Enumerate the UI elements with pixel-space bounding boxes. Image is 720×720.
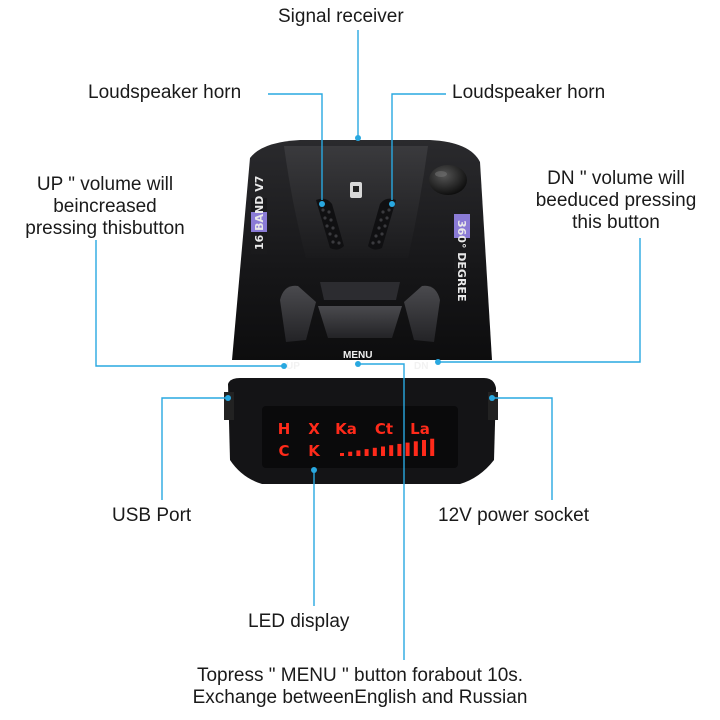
callout-speaker-left-line [268,93,323,200]
label-up-button: UP " volume will beincreased pressing th… [0,174,210,240]
up-button-label: UP [286,361,300,372]
up-button[interactable] [280,285,316,342]
left-side-label: 16 BAND V7 [251,176,267,254]
led-meter-bar [389,445,394,456]
led-band-ka: Ka [335,420,357,438]
label-menu-line-1: Topress " MENU " button forabout 10s. [196,665,524,686]
label-speaker-right: Loudspeaker horn [452,82,606,103]
led-band-ct: Ct [375,420,393,438]
callout-up-line [95,240,284,367]
callout-menu-line [358,363,405,660]
menu-button-label: MENU [343,350,372,361]
callout-usb-line [161,397,228,500]
label-dn-line-1: DN " volume will [547,168,685,189]
label-up-line-1: UP " volume will [36,174,174,195]
dn-button-label: DN [414,361,428,372]
led-meter-bar [381,446,385,456]
label-led-display: LED display [248,611,350,632]
label-signal-receiver: Signal receiver [278,6,404,27]
label-dn-line-2: beeduced pressing [535,190,697,211]
right-side-label: 360° DEGREE [454,214,470,301]
callout-speaker-right-line [391,93,446,200]
label-menu-button: Topress " MENU " button forabout 10s. Ex… [100,665,620,709]
label-dn-button: DN " volume will beeduced pressing this … [512,168,720,234]
led-band-c: C [278,442,289,460]
speaker-grille-right [368,198,396,250]
volume-knob[interactable] [429,165,467,195]
callout-power-line [492,397,553,500]
callout-dn-line [438,238,641,363]
led-signal-meter [340,438,435,456]
led-meter-bar [405,442,410,456]
led-meter-bar [372,447,377,456]
label-speaker-left: Loudspeaker horn [88,82,242,103]
right-side-text: 360° DEGREE [455,220,468,301]
label-dn-line-3: this button [572,212,660,233]
led-meter-bar [356,450,361,456]
callout-lines [95,30,641,660]
led-meter-bar [397,443,402,456]
dn-button[interactable] [404,285,440,342]
led-band-la: La [410,420,430,438]
label-up-line-2: beincreased [53,196,157,217]
speaker-grille-left [316,198,344,250]
led-meter-bar [413,441,418,456]
callout-dots [225,135,495,473]
label-up-line-3: pressing thisbutton [25,218,185,239]
label-power-socket: 12V power socket [438,505,590,526]
led-meter-bar [340,453,344,456]
led-meter-bar [430,438,435,456]
led-meter-bar [348,451,353,456]
led-band-k: K [308,442,321,460]
label-menu-line-2: Exchange betweenEnglish and Russian [192,687,528,708]
led-meter-bar [422,440,426,456]
speaker-panel [284,146,428,258]
led-meter-bar [364,449,369,456]
led-band-h: H [278,420,291,438]
left-side-text: 16 BAND V7 [253,176,266,250]
led-band-x: X [308,420,320,438]
menu-button[interactable] [318,306,402,338]
label-usb-port: USB Port [112,505,192,526]
